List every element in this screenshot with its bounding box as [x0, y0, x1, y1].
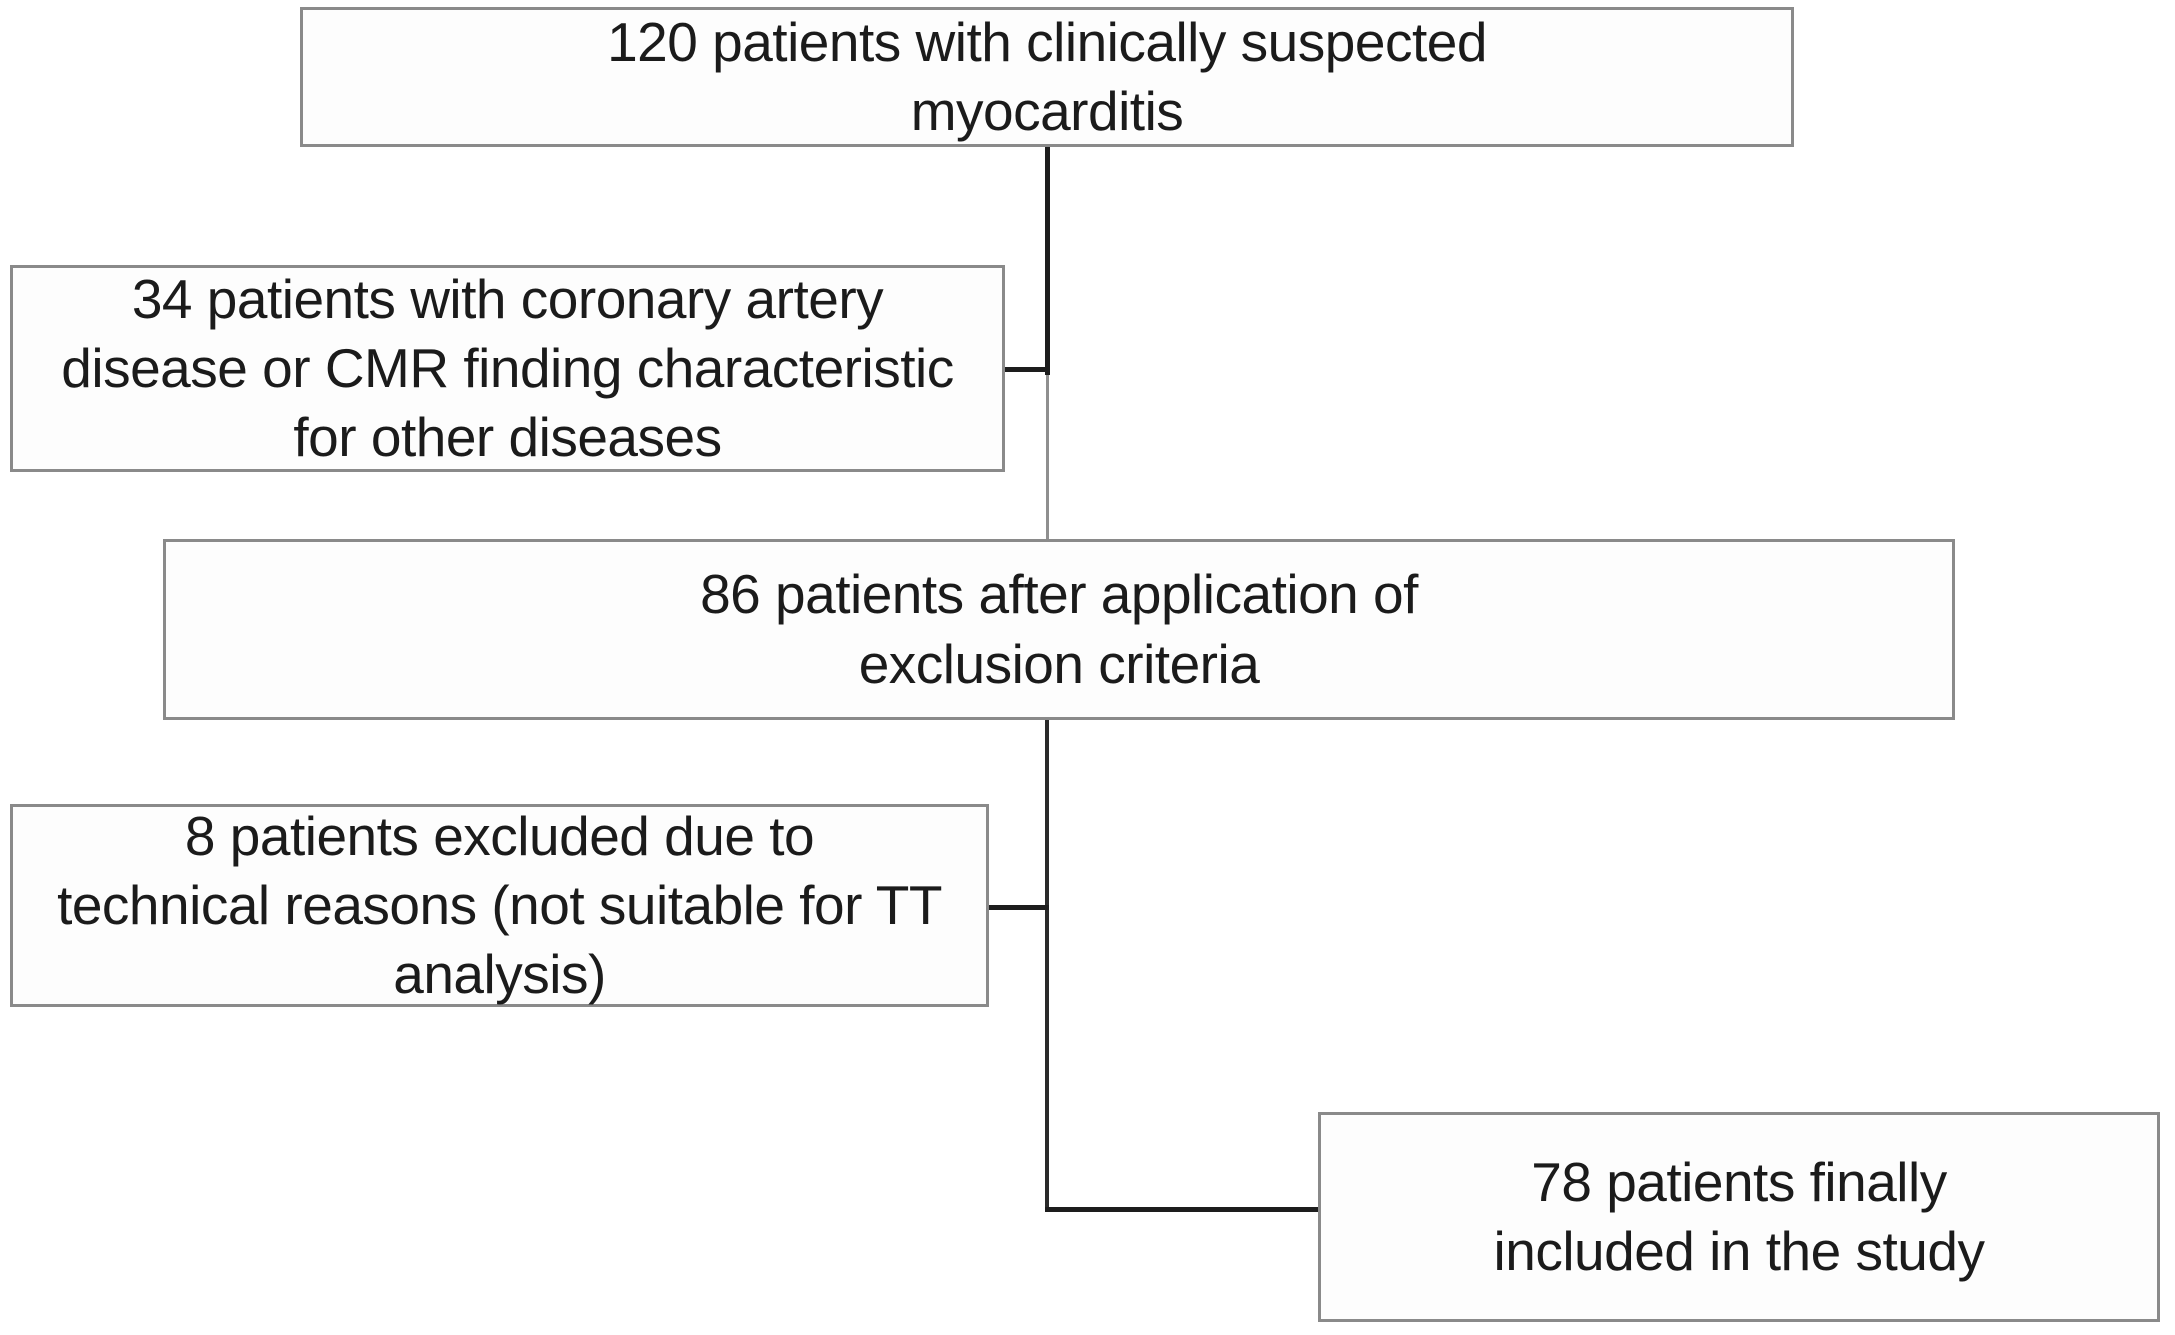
- flow-box-included: 78 patients finally included in the stud…: [1318, 1112, 2160, 1322]
- connector-vertical-junction-to-exclusion: [1046, 375, 1049, 539]
- flow-box-after-exclusion: 86 patients after application of exclusi…: [163, 539, 1955, 720]
- flow-box-line: exclusion criteria: [858, 632, 1260, 695]
- flow-box-line: myocarditis: [910, 80, 1184, 142]
- flow-box-line: 86 patients after application of: [700, 563, 1418, 626]
- flow-box-excluded-cad: 34 patients with coronary artery disease…: [10, 265, 1005, 472]
- connector-branch-excluded-cad: [1003, 367, 1050, 372]
- flow-box-line: analysis): [393, 943, 606, 1006]
- flow-box-line: disease or CMR finding characteristic: [61, 336, 954, 399]
- flow-box-line: 78 patients finally: [1531, 1150, 1947, 1213]
- flow-box-line: 34 patients with coronary artery: [131, 267, 884, 330]
- flow-box-line: technical reasons (not suitable for TT: [57, 873, 942, 936]
- flow-box-line: for other diseases: [293, 406, 722, 469]
- connector-vertical-suspected-to-junction: [1045, 147, 1050, 375]
- connector-vertical-exclusion-to-elbow: [1045, 720, 1049, 1212]
- flow-box-suspected-myocarditis: 120 patients with clinically suspected m…: [300, 7, 1794, 147]
- flow-box-excluded-technical: 8 patients excluded due to technical rea…: [10, 804, 989, 1007]
- flow-box-line: included in the study: [1493, 1220, 1985, 1282]
- connector-elbow-to-included: [1045, 1207, 1321, 1212]
- flow-box-line: 120 patients with clinically suspected: [607, 10, 1487, 73]
- flow-box-line: 8 patients excluded due to: [184, 804, 815, 867]
- connector-branch-excluded-technical: [987, 905, 1049, 910]
